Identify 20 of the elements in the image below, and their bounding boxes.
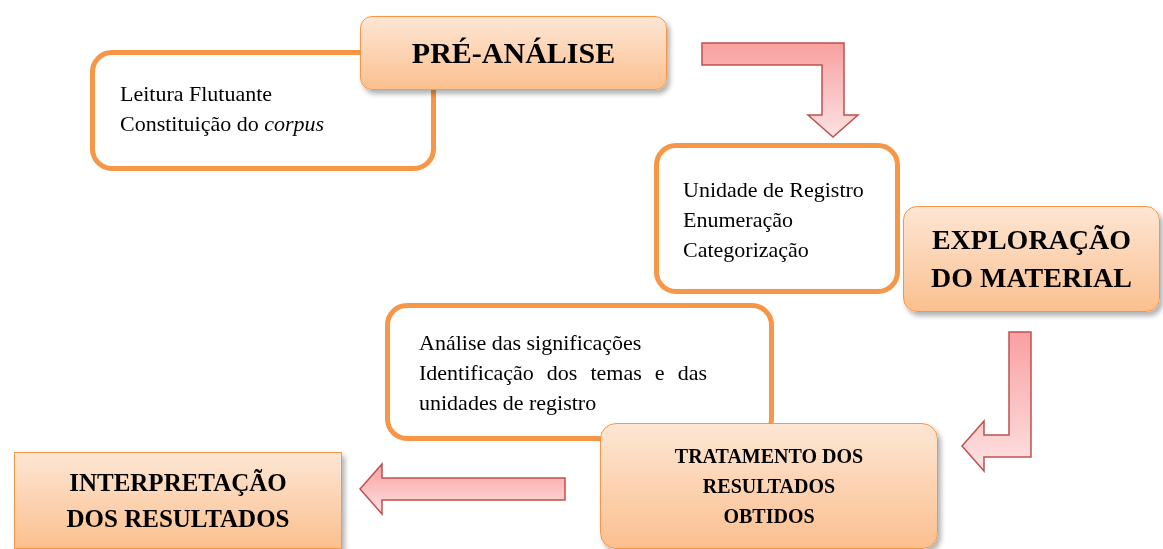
rounded-note-box xyxy=(654,143,900,294)
stage-box xyxy=(903,206,1160,312)
stage-title: TRATAMENTO DOS RESULTADOS OBTIDOS xyxy=(673,444,865,529)
rounded-note-box xyxy=(385,303,774,441)
note-text: Leitura Flutuante xyxy=(120,80,274,108)
stage-title: PRÉ-ANÁLISE xyxy=(411,35,616,71)
block-arrow xyxy=(961,331,1032,473)
note-text: Categorização xyxy=(683,236,810,264)
note-text: Enumeração xyxy=(683,206,794,234)
block-arrow xyxy=(359,462,566,516)
stage-box xyxy=(360,16,667,90)
note-text: Análise das significações xyxy=(419,329,643,357)
stage-box xyxy=(600,423,938,549)
note-text: Unidade de Registro xyxy=(683,176,865,204)
stage-title: INTERPRETAÇÃO DOS RESULTADOS xyxy=(65,467,291,534)
note-text: Constituição do corpus xyxy=(120,110,326,138)
block-arrow xyxy=(701,42,860,138)
stage-title: EXPLORAÇÃO DO MATERIAL xyxy=(930,223,1133,295)
stage-box xyxy=(14,452,342,549)
note-text: Identificação dos temas e das unidades de registro xyxy=(419,359,707,417)
